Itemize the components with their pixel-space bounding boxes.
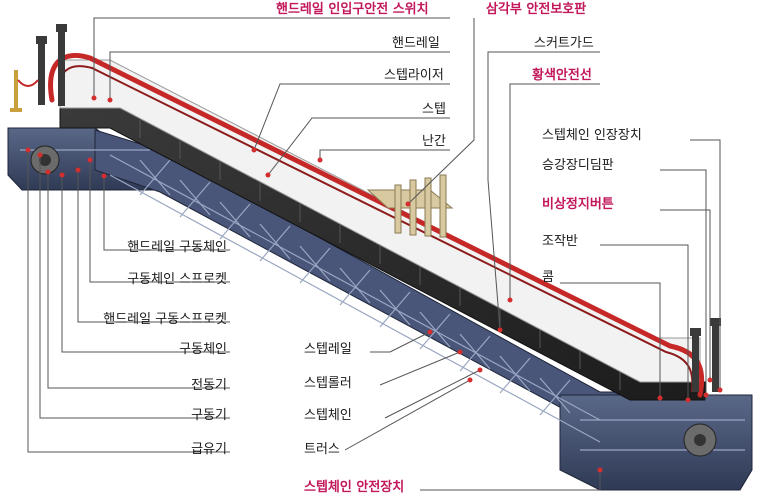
label-step: 스텝 xyxy=(422,102,446,117)
label-drive-chain-sprocket: 구동체인 스프로켓 xyxy=(127,272,227,287)
label-drive-chain: 구동체인 xyxy=(179,342,227,357)
label-step-roller: 스텝롤러 xyxy=(304,376,352,391)
label-oiler: 급유기 xyxy=(191,442,227,457)
lower-landing-box xyxy=(559,394,753,491)
label-landing-plate: 승강장디딤판 xyxy=(542,158,614,173)
label-motor: 전동기 xyxy=(191,378,227,393)
label-handrail: 핸드레일 xyxy=(392,36,440,51)
handrail xyxy=(48,52,705,398)
label-skirt-guard: 스커트가드 xyxy=(534,36,594,51)
label-handrail-inlet-switch: 핸드레일 인입구안전 스위치 xyxy=(276,2,429,17)
marker-dots xyxy=(25,95,723,473)
label-drive-unit: 구동기 xyxy=(191,408,227,423)
balustrade-panel xyxy=(59,59,701,383)
label-triangle-guard: 삼각부 안전보호판 xyxy=(486,2,587,17)
triangle-guard-plate xyxy=(366,174,454,238)
label-step-chain: 스텝체인 xyxy=(304,408,352,423)
lower-posts xyxy=(690,318,721,392)
label-handrail-drive-chain: 핸드레일 구동체인 xyxy=(127,240,227,255)
label-control-panel: 조작반 xyxy=(542,234,578,249)
truss-body xyxy=(7,127,753,491)
leader-lines xyxy=(27,17,721,491)
label-balustrade: 난간 xyxy=(422,134,446,149)
stanchion xyxy=(10,70,39,112)
return-hub xyxy=(694,434,706,446)
drive-hub xyxy=(39,154,51,166)
label-step-chain-tension: 스텝체인 인장장치 xyxy=(542,128,642,143)
label-step-chain-safety: 스텝체인 안전장치 xyxy=(304,480,405,495)
label-emergency-stop: 비상정지버튼 xyxy=(542,197,614,212)
label-step-rail: 스텝레일 xyxy=(304,342,352,357)
upper-posts xyxy=(36,24,67,106)
label-comb: 콤 xyxy=(542,270,554,285)
label-yellow-line: 황색안전선 xyxy=(532,68,592,83)
label-handrail-drive-sprocket: 핸드레일 구동스프로켓 xyxy=(103,312,227,327)
label-step-riser: 스텝라이저 xyxy=(384,68,444,83)
label-truss: 트러스 xyxy=(304,442,340,457)
